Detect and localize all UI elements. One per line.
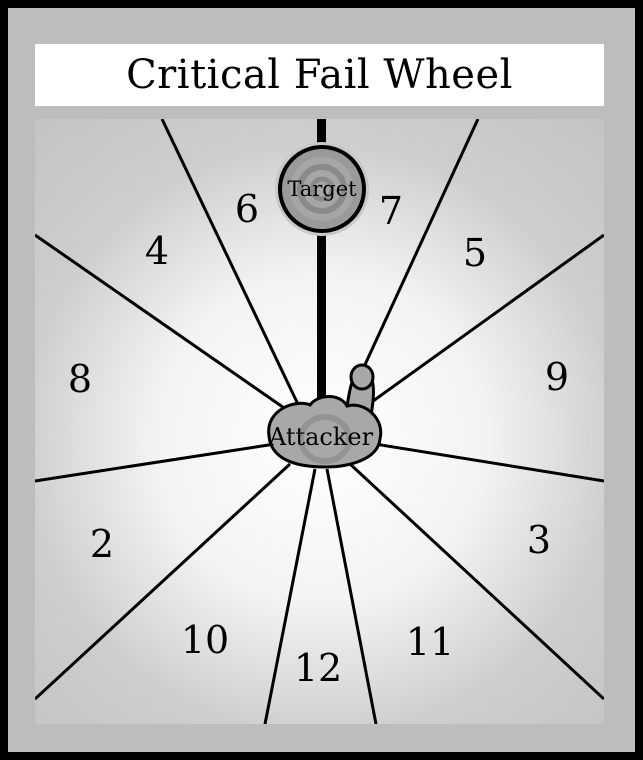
- segment-11: 11: [406, 620, 454, 664]
- pointer-bar: [317, 119, 326, 419]
- target-label: Target: [287, 177, 357, 201]
- segment-2: 2: [90, 522, 114, 566]
- title-panel: Critical Fail Wheel: [35, 44, 604, 106]
- attacker-fist: [349, 363, 375, 391]
- wheel-area: Target Attacker 6 7 4 5 8 9 2 3 10 11 12: [35, 119, 604, 724]
- segment-12: 12: [294, 646, 342, 690]
- attacker-label: Attacker: [268, 423, 374, 451]
- spoke-line: [348, 462, 604, 701]
- spoke-line: [160, 119, 307, 420]
- attacker-figure: Attacker: [267, 363, 383, 469]
- segment-4: 4: [145, 229, 169, 273]
- spoke-line: [35, 462, 292, 701]
- wheel-diagram: Target Attacker 6 7 4 5 8 9 2 3 10 11 12: [35, 119, 604, 724]
- attacker-swirl: [298, 414, 352, 464]
- segment-3: 3: [527, 518, 551, 562]
- spoke-line: [35, 233, 301, 421]
- spoke-line: [325, 468, 378, 724]
- spoke-line: [263, 468, 317, 724]
- target-spiral-center: [309, 176, 335, 202]
- spoke-line: [35, 442, 276, 483]
- spoke-line: [374, 442, 604, 483]
- target-spiral: [297, 164, 347, 214]
- segment-6: 6: [235, 187, 259, 231]
- segment-5: 5: [463, 231, 487, 275]
- attacker-body: [267, 395, 383, 469]
- segment-9: 9: [545, 355, 569, 399]
- target-marker: Target: [275, 142, 369, 236]
- segment-10: 10: [181, 618, 229, 662]
- segment-7: 7: [379, 189, 403, 233]
- segment-8: 8: [68, 357, 92, 401]
- spoke-line: [354, 233, 604, 416]
- wheel-spokes: [35, 119, 604, 724]
- page-title: Critical Fail Wheel: [126, 52, 513, 98]
